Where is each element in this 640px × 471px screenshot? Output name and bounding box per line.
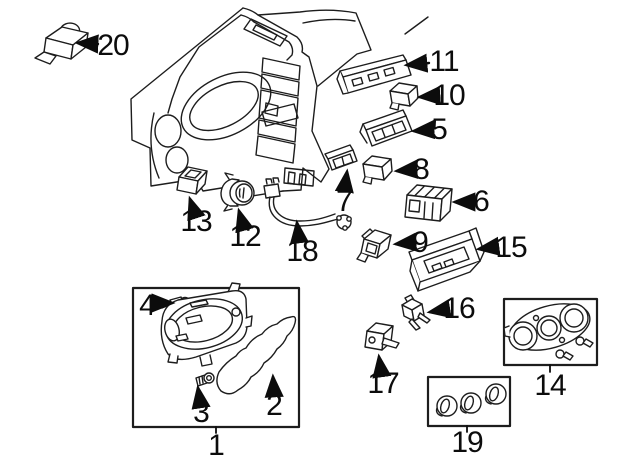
part-19-knob-kit[interactable] <box>426 375 512 428</box>
knob <box>484 383 507 405</box>
callout-10[interactable]: 10 <box>433 79 465 112</box>
callout-arrows <box>74 34 551 434</box>
callout-19[interactable]: 19 <box>451 426 483 459</box>
dashboard-illustration <box>130 7 429 197</box>
callout-2[interactable]: 2 <box>266 389 283 422</box>
callout-18[interactable]: 18 <box>286 235 318 268</box>
part-5-switch-panel[interactable] <box>359 109 413 147</box>
callout-11[interactable]: 11 <box>429 45 459 78</box>
part-14-climate-control[interactable] <box>502 296 599 367</box>
part-17-switch[interactable] <box>364 322 400 351</box>
part-6-switch-block[interactable] <box>404 184 453 222</box>
callout-14[interactable]: 14 <box>534 369 566 402</box>
callout-1[interactable]: 1 <box>208 429 225 462</box>
part-10-switch[interactable] <box>389 82 419 111</box>
callout-6[interactable]: 6 <box>473 185 490 218</box>
part-18-wiring-harness[interactable] <box>263 177 352 231</box>
part-12-round-switch[interactable] <box>220 172 255 212</box>
knob <box>435 395 458 417</box>
callout-8[interactable]: 8 <box>413 153 430 186</box>
part-3-screw[interactable] <box>195 372 215 387</box>
part-15-display-unit[interactable] <box>408 227 485 292</box>
callout-12[interactable]: 12 <box>229 220 261 253</box>
callout-5[interactable]: 5 <box>431 113 448 146</box>
callout-15[interactable]: 15 <box>495 231 527 264</box>
callout-3[interactable]: 3 <box>193 396 210 429</box>
callout-13[interactable]: 13 <box>180 205 212 238</box>
callout-9[interactable]: 9 <box>412 226 429 259</box>
part-16-switch[interactable] <box>401 294 431 331</box>
part-9-switch[interactable] <box>356 228 392 263</box>
callout-7[interactable]: 7 <box>336 185 353 218</box>
callout-17[interactable]: 17 <box>367 367 399 400</box>
callout-4[interactable]: 4 <box>139 289 156 322</box>
part-7-switch[interactable] <box>324 144 358 171</box>
part-2-lens[interactable] <box>216 315 297 395</box>
callout-20[interactable]: 20 <box>97 29 129 62</box>
callout-16[interactable]: 16 <box>443 292 475 325</box>
knob <box>459 392 482 414</box>
part-8-switch[interactable] <box>362 155 393 185</box>
part-13-switch[interactable] <box>176 166 208 195</box>
